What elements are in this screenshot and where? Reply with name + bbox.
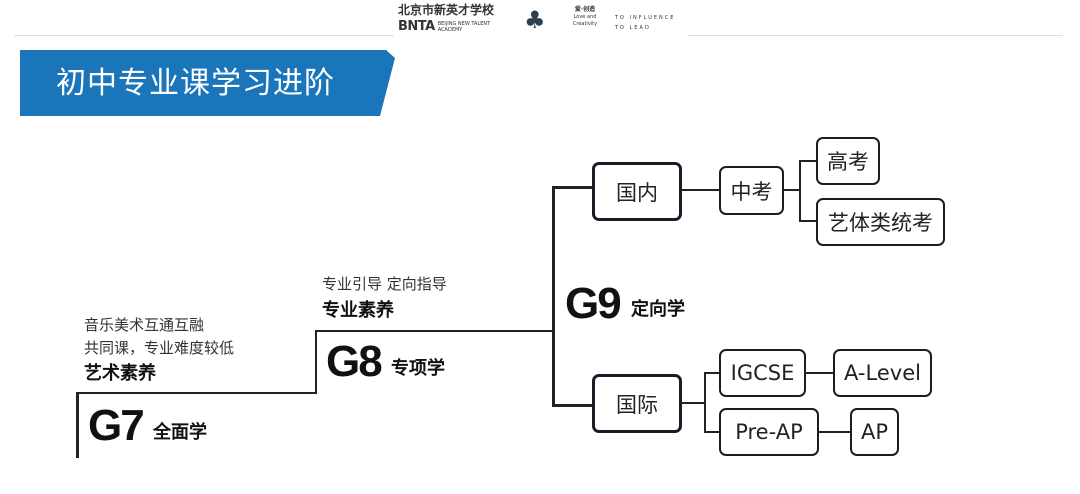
connector (704, 372, 720, 374)
tree-logo-icon: ♣ (524, 6, 546, 34)
international-box: 国际 (592, 374, 682, 433)
step-line (76, 392, 79, 458)
g7-focus: 艺术素养 (84, 363, 156, 384)
zhongkao-box: 中考 (719, 166, 784, 215)
title-banner (20, 50, 395, 116)
connector (799, 160, 817, 162)
g8-grade: G8 (326, 337, 383, 386)
connector (805, 372, 834, 374)
ap-box: AP (850, 408, 899, 456)
school-name-en: BNTA (398, 19, 435, 34)
step-line (76, 392, 317, 394)
school-name-en-sub: BEIJING NEW TALENT ACADEMY (437, 20, 491, 33)
connector (552, 186, 593, 189)
step-line (315, 330, 554, 332)
header-rule-left (14, 35, 394, 36)
g9-label: 定向学 (631, 299, 685, 320)
g9-grade: G9 (565, 279, 622, 328)
gaokao-box: 高考 (816, 137, 880, 185)
school-name-en-row: BNTA BEIJING NEW TALENT ACADEMY (398, 19, 500, 34)
connector (552, 404, 593, 407)
g8-focus: 专业素养 (322, 300, 394, 321)
connector (704, 431, 720, 433)
g7-desc-2: 共同课，专业难度较低 (84, 339, 235, 357)
love-en: Love and Creativity (572, 14, 598, 27)
step-line (315, 330, 317, 393)
connector (704, 372, 706, 433)
art-exam-box: 艺体类统考 (816, 198, 945, 246)
igcse-box: IGCSE (719, 349, 806, 397)
g8-label: 专项学 (391, 358, 445, 379)
g7-label: 全面学 (153, 422, 207, 443)
connector (783, 189, 800, 191)
g7-grade: G7 (88, 401, 145, 450)
connector (681, 189, 720, 191)
connector (799, 160, 801, 222)
school-name-cn: 北京市新英才学校 (398, 3, 495, 17)
pre-ap-box: Pre-AP (719, 408, 819, 456)
g7-desc-1: 音乐美术互通互融 (84, 316, 205, 334)
domestic-box: 国内 (592, 162, 682, 221)
connector (681, 402, 706, 404)
page-title: 初中专业课学习进阶 (56, 66, 335, 101)
connector (818, 431, 851, 433)
love-cn: 爱·创造 (574, 6, 596, 13)
header-rule-right (688, 35, 1063, 36)
g8-desc: 专业引导 定向指导 (322, 275, 447, 293)
a-level-box: A-Level (833, 349, 932, 397)
g9-bracket (552, 186, 555, 407)
motto: TO INFLUENCE TO LEAD (615, 15, 676, 31)
connector (799, 220, 817, 222)
